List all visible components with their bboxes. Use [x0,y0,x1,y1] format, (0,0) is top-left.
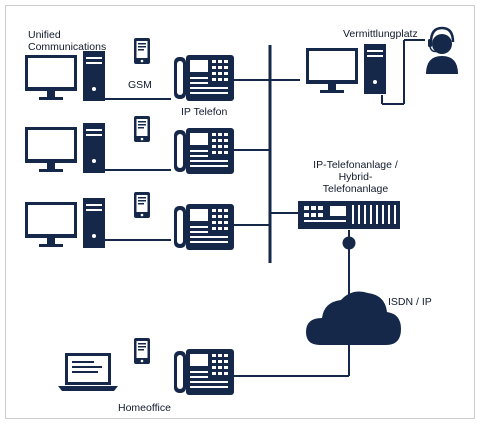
isdn-ip-label: ISDN / IP [388,296,432,308]
ip-telefon-label: IP Telefon [181,106,228,118]
mobile-phone-icon [134,338,150,364]
pbx-label-line3: Telefonanlage [322,183,389,195]
cloud-icon [306,291,401,345]
mobile-phone-icon [134,116,150,142]
ip-phone-icon [174,204,234,250]
pbx-label-line2: Hybrid- [338,171,373,183]
vermittlungsplatz-label: Vermittlungplatz [343,28,418,40]
pbx-device-icon [298,201,400,250]
pbx-label-line1: IP-Telefonanlage / [313,159,398,171]
ip-phone-icon [174,128,234,174]
pbx-label: IP-Telefonanlage / Hybrid- Telefonanlage [298,159,413,195]
unified-label-line2: Communications [28,41,107,53]
ip-phone-icon [174,55,234,101]
mobile-phone-icon [134,38,150,64]
homeoffice-label: Homeoffice [118,402,171,414]
connection-lines [96,39,425,377]
unified-label-line1: Unified [28,29,61,41]
unified-communications-label: Unified Communications [28,29,106,53]
mobile-phone-icon [134,192,150,218]
ip-phone-icon [174,349,234,395]
operator-headset-icon [426,26,458,74]
laptop-icon [58,353,118,391]
gsm-label: GSM [128,79,152,91]
